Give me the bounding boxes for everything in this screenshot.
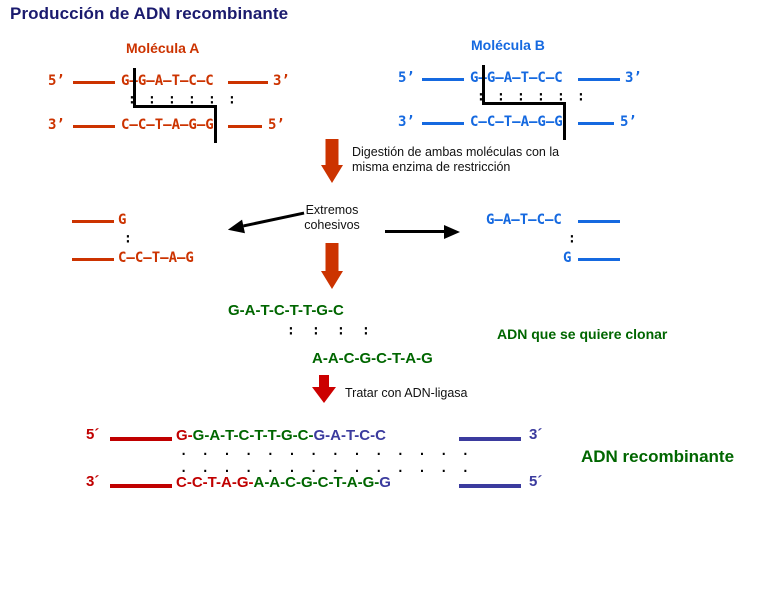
arrow-left — [219, 193, 333, 245]
page-title: Producción de ADN recombinante — [10, 4, 289, 23]
bond-dots: ·· — [208, 91, 216, 111]
ligation-prep-arrow — [317, 243, 347, 289]
bond-dots: ·· — [362, 322, 370, 342]
recombinant-bottom-right-end: 5´ — [529, 473, 543, 490]
molecule-b-top-sequence: G–G–A–T–C–C — [470, 70, 563, 86]
molecule-a-bottom-sequence: C–C–T–A–G–G — [121, 117, 214, 133]
insert-top-sequence: G-A-T-C-T-T-G-C — [228, 302, 344, 319]
cohesive-ends-label: Extremos cohesivos — [304, 203, 360, 232]
molecule-b-bottom-right-bar — [578, 122, 614, 125]
recombinant-top-right-bar — [459, 437, 521, 441]
molecule-b-bottom-left-end: 3’ — [398, 114, 415, 130]
molecule-b-top-left-bar — [422, 78, 464, 81]
recombinant-top-red: G- — [176, 427, 193, 444]
recombinant-bottom-red: C-C-T-A-G- — [176, 474, 254, 491]
bond-dots: ·· — [128, 91, 136, 111]
bond-dots: ·· — [188, 91, 196, 111]
ligase-arrow — [312, 375, 336, 407]
bond-dots: ·· — [312, 322, 320, 342]
fragment-left-bottom-bar — [72, 258, 114, 261]
fragment-right-bottom-bar — [578, 258, 620, 261]
arrow-right-head — [444, 225, 460, 239]
molecule-b-top-right-end: 3’ — [625, 70, 642, 86]
recombinant-top-left-end: 5´ — [86, 426, 100, 443]
molecule-a-top-sequence: G–G–A–T–C–C — [121, 73, 214, 89]
bond-dots: ·· — [577, 88, 585, 108]
molecule-a-bottom-left-end: 3’ — [48, 117, 65, 133]
recombinant-top-green: G-A-T-C-T-T-G-C- — [192, 427, 314, 444]
recombinant-bond-dots: · · · · · · · · · · · · · · · · · · · · … — [180, 447, 469, 478]
digestion-arrow — [317, 139, 347, 183]
recombinant-bottom-sequence: C-C-T-A-G-A-A-C-G-C-T-A-G-G — [176, 474, 391, 491]
fragment-left-top-sequence: G — [118, 212, 127, 228]
bond-dots: ·· — [168, 91, 176, 111]
restriction-cut-line-a-middle — [133, 105, 217, 108]
molecule-a-top-left-bar — [73, 81, 115, 84]
bond-dots: ·· — [568, 230, 576, 250]
bond-dots: ·· — [497, 88, 505, 108]
bond-dots: ·· — [557, 88, 565, 108]
bond-dots: ·· — [537, 88, 545, 108]
fragment-right-top-sequence: G–A–T–C–C — [486, 212, 562, 228]
fragment-left-top-bar — [72, 220, 114, 223]
restriction-cut-line-b-middle — [482, 102, 566, 105]
recombinant-bottom-green: A-A-C-G-C-T-A-G- — [253, 474, 380, 491]
bond-dots: ·· — [477, 88, 485, 108]
fragment-right-bottom-sequence: G — [563, 250, 572, 266]
molecule-b-bottom-sequence: C–C–T–A–G–G — [470, 114, 563, 130]
molecule-a-bottom-left-bar — [73, 125, 115, 128]
recombinant-label: ADN recombinante — [581, 447, 735, 466]
recombinant-top-left-bar — [110, 437, 172, 441]
molecule-a-top-left-end: 5’ — [48, 73, 65, 89]
recombinant-bottom-left-end: 3´ — [86, 473, 100, 490]
molecule-a-top-right-bar — [228, 81, 268, 84]
restriction-cut-line-b-right — [563, 102, 566, 140]
restriction-cut-line-b-left — [482, 65, 485, 105]
bond-dots: ·· — [124, 230, 132, 250]
restriction-cut-line-a-left — [133, 68, 136, 108]
bond-dots: ·· — [228, 91, 236, 111]
bond-dots: ·· — [287, 322, 295, 342]
molecule-a-bottom-right-bar — [228, 125, 262, 128]
bond-dots: ·· — [337, 322, 345, 342]
bond-dots: ·· — [517, 88, 525, 108]
fragment-right-top-bar — [578, 220, 620, 223]
molecule-b-title: Molécula B — [471, 37, 545, 53]
molecule-a-top-right-end: 3’ — [273, 73, 290, 89]
recombinant-top-right-end: 3´ — [529, 426, 543, 443]
digestion-note: Digestión de ambas moléculas con la mism… — [352, 145, 560, 174]
restriction-cut-line-a-right — [214, 105, 217, 143]
fragment-left-bottom-sequence: C–C–T–A–G — [118, 250, 194, 266]
recombinant-bottom-purple: G — [379, 474, 391, 491]
recombinant-top-purple: G-A-T-C-C — [313, 427, 386, 444]
molecule-b-top-right-bar — [578, 78, 620, 81]
insert-bottom-sequence: A-A-C-G-C-T-A-G — [312, 350, 433, 367]
arrow-right-shaft — [385, 230, 445, 233]
molecule-a-title: Molécula A — [126, 40, 200, 56]
ligase-note: Tratar con ADN-ligasa — [345, 386, 468, 400]
molecule-b-top-left-end: 5’ — [398, 70, 415, 86]
recombinant-top-sequence: G-G-A-T-C-T-T-G-C-G-A-T-C-C — [176, 427, 386, 444]
molecule-b-bottom-left-bar — [422, 122, 464, 125]
bond-dots: ·· — [148, 91, 156, 111]
recombinant-bottom-right-bar — [459, 484, 521, 488]
molecule-b-bottom-right-end: 5’ — [620, 114, 637, 130]
insert-label: ADN que se quiere clonar — [497, 326, 668, 342]
molecule-a-bottom-right-end: 5’ — [268, 117, 285, 133]
recombinant-bottom-left-bar — [110, 484, 172, 488]
